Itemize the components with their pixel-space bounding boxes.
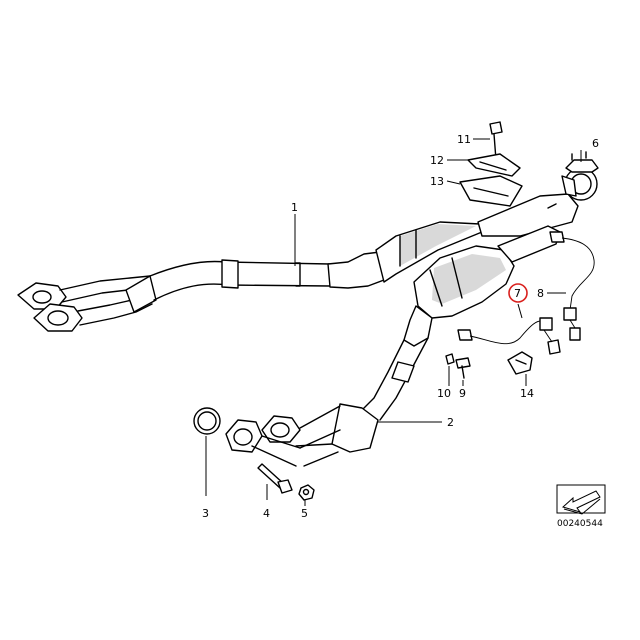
part-2-front-pipe-lower[interactable] — [225, 225, 561, 467]
part-14-clip[interactable] — [507, 351, 533, 375]
label-part-4[interactable]: 4 — [263, 507, 270, 520]
part-6-clamp[interactable] — [561, 151, 599, 201]
part-12-bracket[interactable] — [467, 153, 521, 177]
label-part-7[interactable]: 7 — [514, 287, 521, 300]
part-5-nut[interactable] — [298, 484, 315, 501]
part-1-front-pipe-upper[interactable] — [17, 193, 579, 332]
part-8-oxygen-sensor[interactable] — [549, 231, 595, 341]
part-labels: 1 2 3 4 5 6 7 8 9 10 11 12 13 14 — [202, 133, 599, 520]
label-part-12[interactable]: 12 — [430, 154, 444, 167]
label-part-6[interactable]: 6 — [592, 137, 599, 150]
part-4-bolt[interactable] — [257, 463, 293, 494]
label-part-10[interactable]: 10 — [437, 387, 451, 400]
label-part-13[interactable]: 13 — [430, 175, 444, 188]
label-part-1[interactable]: 1 — [291, 201, 298, 214]
part-13-bracket[interactable] — [459, 175, 523, 207]
arrow-direction-icon — [556, 484, 606, 515]
part-10-nut[interactable] — [445, 353, 455, 365]
label-part-5[interactable]: 5 — [301, 507, 308, 520]
part-9-screw[interactable] — [455, 357, 471, 379]
label-part-8[interactable]: 8 — [537, 287, 544, 300]
leader-lines — [205, 138, 582, 506]
label-part-14[interactable]: 14 — [520, 387, 534, 400]
label-part-2[interactable]: 2 — [447, 416, 454, 429]
label-part-11[interactable]: 11 — [457, 133, 471, 146]
label-part-9[interactable]: 9 — [459, 387, 466, 400]
part-3-gasket[interactable] — [193, 407, 221, 435]
diagram-code: 00240544 — [557, 519, 603, 529]
highlight-circle — [508, 283, 528, 303]
label-part-3[interactable]: 3 — [202, 507, 209, 520]
part-7-oxygen-sensor[interactable] — [457, 317, 561, 355]
